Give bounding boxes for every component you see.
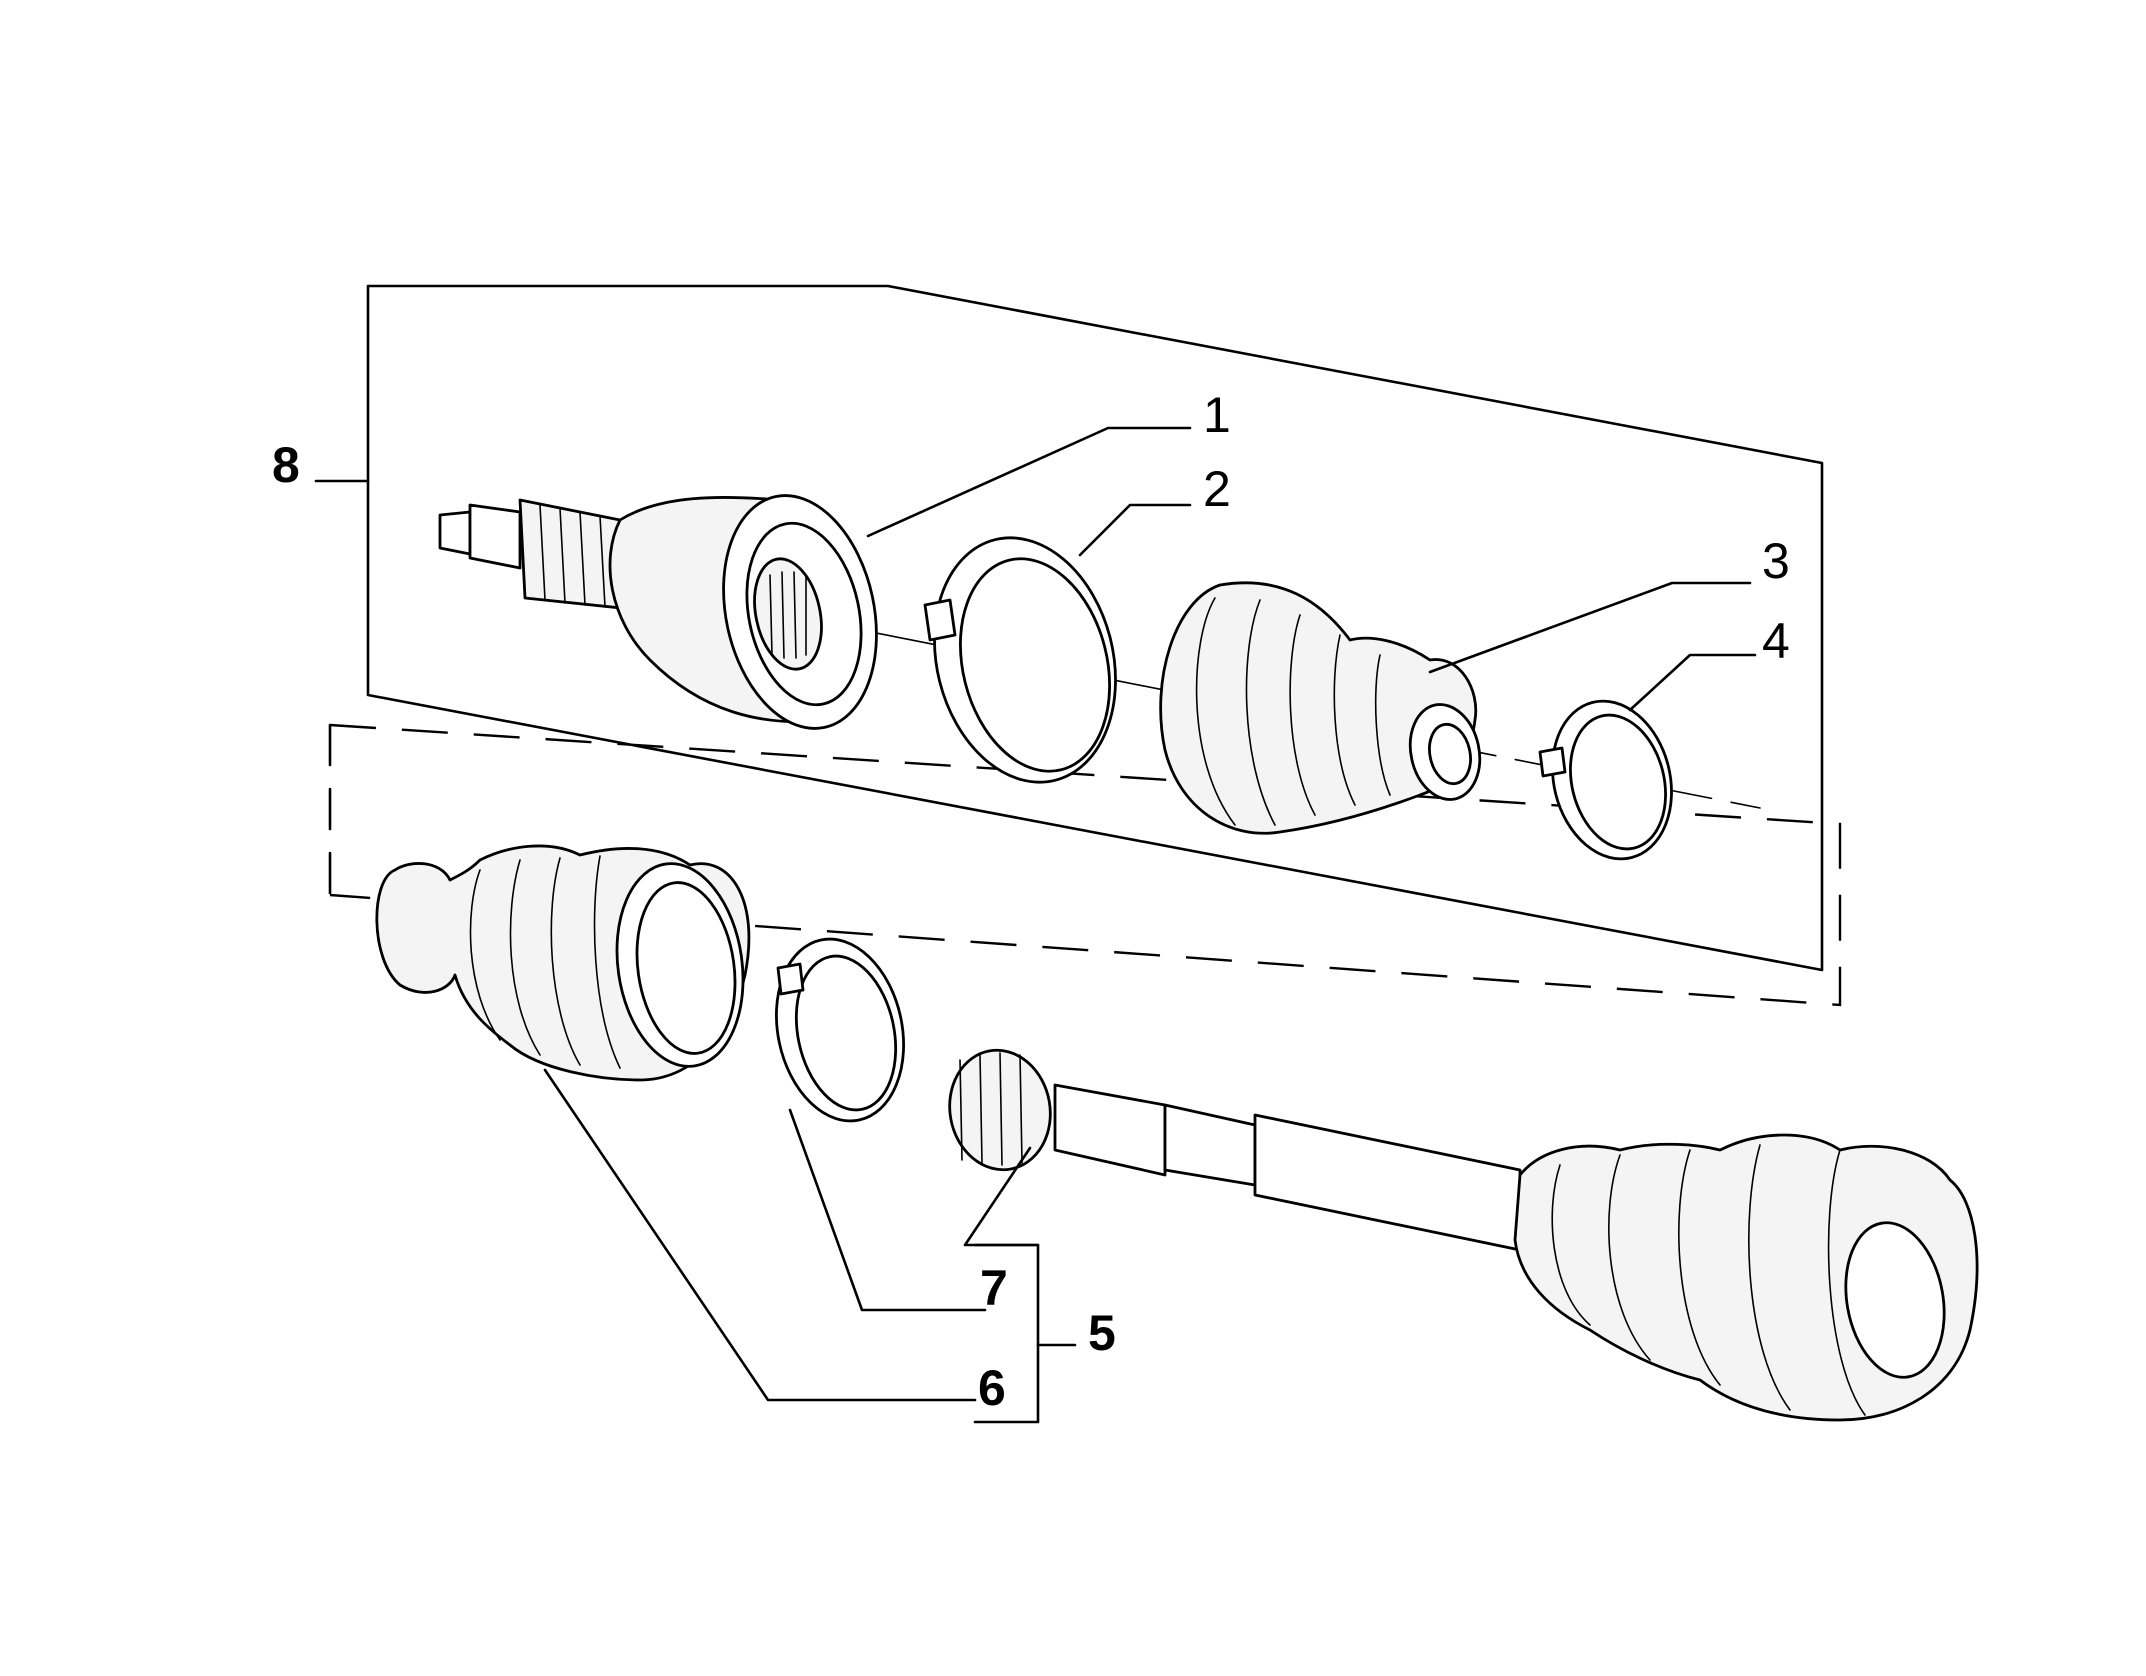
callout-7: 7 bbox=[980, 1260, 1008, 1316]
callout-5: 5 bbox=[1088, 1305, 1116, 1361]
callout-4: 4 bbox=[1762, 613, 1790, 669]
clamp-band-part-2 bbox=[923, 536, 1117, 784]
bracket-5 bbox=[973, 1243, 1040, 1424]
inner-boot-part-6 bbox=[375, 844, 751, 1082]
boot-part-3 bbox=[1159, 581, 1482, 835]
leader-1 bbox=[866, 426, 1192, 538]
leader-7 bbox=[788, 1108, 987, 1312]
callout-6: 6 bbox=[978, 1360, 1006, 1416]
callout-labels: 1 2 3 4 5 6 7 8 bbox=[272, 387, 1790, 1416]
outer-cv-joint-part-1 bbox=[438, 494, 878, 730]
leader-6 bbox=[543, 1068, 977, 1402]
callout-2: 2 bbox=[1203, 461, 1231, 517]
callout-1: 1 bbox=[1203, 387, 1231, 443]
callout-3: 3 bbox=[1762, 533, 1790, 589]
leader-3 bbox=[1428, 581, 1752, 674]
kit-bracket-8 bbox=[314, 284, 1824, 972]
dashed-subassembly-frame bbox=[328, 723, 1842, 1007]
drive-shaft-part-5 bbox=[948, 1048, 1979, 1422]
leader-lines bbox=[543, 426, 1757, 1424]
small-clamp-band-part-4 bbox=[1538, 699, 1673, 861]
clamp-band-part-7 bbox=[775, 937, 905, 1123]
leader-2 bbox=[1078, 503, 1192, 557]
leader-4 bbox=[1628, 653, 1757, 712]
callout-8: 8 bbox=[272, 437, 300, 493]
